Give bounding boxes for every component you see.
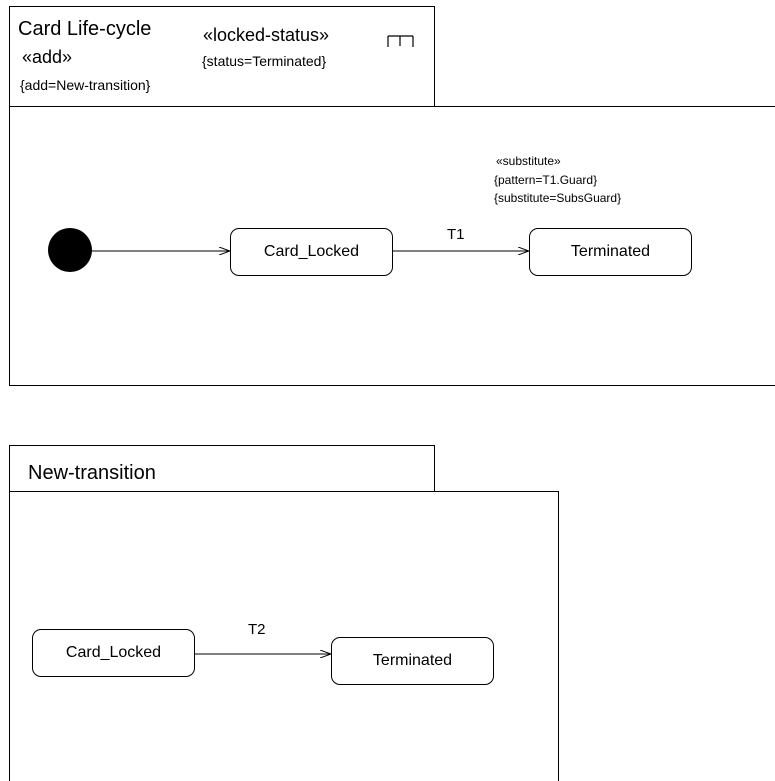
initial-state-icon (48, 228, 92, 272)
transition-label-t2: T2 (248, 621, 266, 638)
frame-title: Card Life-cycle (18, 18, 152, 40)
status-tag: {status=Terminated} (202, 53, 327, 69)
bottom-frame-body (9, 491, 559, 781)
frame-title-new-transition: New-transition (28, 462, 156, 484)
substitute-tag: {substitute=SubsGuard} (494, 191, 622, 205)
pattern-tag: {pattern=T1.Guard} (494, 173, 598, 187)
locked-status-stereotype: «locked-status» (203, 25, 330, 45)
substitute-stereotype: «substitute» (496, 154, 561, 168)
state-terminated: Terminated (529, 228, 692, 276)
bottom-frame-header (9, 445, 435, 492)
add-tag: {add=New-transition} (20, 77, 151, 93)
state-terminated-2: Terminated (331, 637, 494, 685)
transition-label-t1: T1 (447, 226, 465, 243)
top-frame-header (9, 6, 435, 107)
state-card-locked: Card_Locked (230, 228, 393, 276)
add-stereotype: «add» (22, 47, 73, 67)
state-card-locked-2: Card_Locked (32, 629, 195, 677)
fork-icon (387, 35, 414, 47)
